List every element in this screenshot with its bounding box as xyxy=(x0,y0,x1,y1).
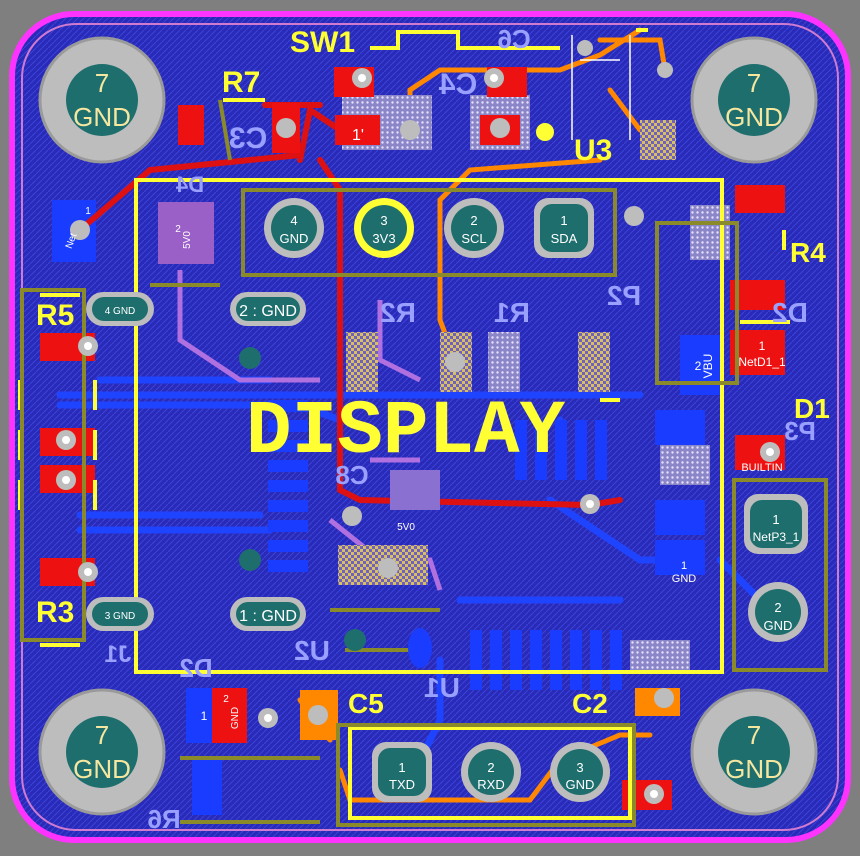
pin-net: GND xyxy=(280,231,309,246)
mounting-hole-bl[interactable]: 7 GND xyxy=(38,688,166,816)
display-outline xyxy=(134,178,724,674)
header-pin-1[interactable]: 1 SDA xyxy=(534,198,594,258)
pin-net: GND xyxy=(764,618,793,633)
mirrored-designators: C3 C4 C6 R2 R1 P2 D2 P3 C8 U1 J1 U2 D2 R… xyxy=(105,24,816,834)
p3-pin-1[interactable]: 1 NetP3_1 xyxy=(744,494,808,554)
vbus-pin: 2 xyxy=(695,359,702,373)
designator-r7: R7 xyxy=(222,66,260,99)
pin-number: 1 xyxy=(398,760,405,775)
uart-pin-1[interactable]: 1 TXD xyxy=(372,742,432,802)
designator-c4: C4 xyxy=(439,68,478,101)
p3-pin-2[interactable]: 2 GND xyxy=(748,582,808,642)
pin-net: 3V3 xyxy=(372,231,395,246)
designator-c8: C8 xyxy=(335,460,368,490)
designator-d1: D1 xyxy=(794,393,830,424)
pin-number: 1 xyxy=(772,512,779,527)
board-outline xyxy=(9,11,851,843)
designator-c2: C2 xyxy=(572,688,608,719)
designator-u3: U3 xyxy=(574,134,612,167)
header-pin-3[interactable]: 3 3V3 xyxy=(354,198,414,258)
component-outlines xyxy=(20,99,828,827)
d2-pin-label: 1 xyxy=(759,339,766,353)
uart-pin-2[interactable]: 2 RXD xyxy=(461,742,521,802)
d4-pin-label: 2 xyxy=(175,224,181,235)
designator-c6: C6 xyxy=(497,24,530,54)
hole-net: GND xyxy=(725,754,783,784)
pin-net: TXD xyxy=(389,777,415,792)
mounting-hole-tl[interactable]: 7 GND xyxy=(38,36,166,164)
mid-gnd-label: GND xyxy=(672,573,697,585)
display-label: DISPLAY xyxy=(246,389,566,475)
pin-number: 3 xyxy=(380,213,387,228)
left-pad-net: Net xyxy=(64,232,80,251)
vbus-label: VBU xyxy=(701,354,715,379)
mounting-hole-br[interactable]: 7 GND xyxy=(690,688,818,816)
d2-net-label: NetD1_1 xyxy=(738,355,786,369)
pin-net: SCL xyxy=(461,231,486,246)
hole-number: 7 xyxy=(747,68,761,98)
mounting-hole-tr[interactable]: 7 GND xyxy=(690,36,818,164)
d2b-pin-label: 1 xyxy=(201,709,208,723)
designators: SW1 R7 R5 R3 R4 D1 U3 C5 C2 DISPLAY xyxy=(36,26,830,719)
hole-net: GND xyxy=(725,102,783,132)
header-pin-2[interactable]: 2 SCL xyxy=(444,198,504,258)
designator-r6: R6 xyxy=(147,804,180,834)
pin-number: 3 xyxy=(576,760,583,775)
small-pad-labels: 5V0 2 5V0 1' Net 1 NetD1_1 1 BUILTIN 1 G… xyxy=(64,127,786,729)
pin-net: NetP3_1 xyxy=(753,530,800,544)
designator-c5: C5 xyxy=(348,688,384,719)
pin-number: 2 xyxy=(470,213,477,228)
pin-net: SDA xyxy=(551,231,578,246)
display-pad-br[interactable]: 1 : GND xyxy=(230,597,306,631)
header-pin-4[interactable]: 4 GND xyxy=(264,198,324,258)
pin-net: GND xyxy=(566,777,595,792)
d4-pad-label: 5V0 xyxy=(182,231,193,249)
pad-label: 1 : GND xyxy=(239,608,297,625)
designator-u1: U1 xyxy=(424,672,460,703)
hole-number: 7 xyxy=(95,68,109,98)
hole-net: GND xyxy=(73,754,131,784)
designator-r3: R3 xyxy=(36,596,74,629)
hole-net: GND xyxy=(73,102,131,132)
pin-number: 2 xyxy=(487,760,494,775)
designator-r1: R1 xyxy=(494,297,530,328)
designator-p2: P2 xyxy=(607,280,641,311)
designator-r5: R5 xyxy=(36,299,74,332)
display-pad-tr[interactable]: 2 : GND xyxy=(230,292,306,326)
bottom-pad-stack xyxy=(52,200,720,815)
d2b-gnd-label: GND xyxy=(230,707,241,729)
designator-c3: C3 xyxy=(229,122,267,155)
vias xyxy=(56,40,780,804)
hole-number: 7 xyxy=(747,720,761,750)
pad-label: 2 : GND xyxy=(239,303,297,320)
designator-u2: U2 xyxy=(294,635,330,666)
uart-pin-3[interactable]: 3 GND xyxy=(550,742,610,802)
designator-r2: R2 xyxy=(380,297,416,328)
d2b-pin2-label: 2 xyxy=(223,694,229,705)
pad-label: 3 GND xyxy=(105,611,136,622)
display-pad-bl[interactable]: 3 GND xyxy=(86,597,154,631)
designator-r4: R4 xyxy=(790,237,826,268)
sw1-pad-label: 1' xyxy=(352,127,364,144)
pad-label: 4 GND xyxy=(105,306,136,317)
designator-j1: J1 xyxy=(105,641,132,668)
pin-number: 4 xyxy=(290,213,297,228)
designator-d2-top: D2 xyxy=(772,297,808,328)
left-pad-num: 1 xyxy=(85,206,91,217)
u3-silk xyxy=(571,35,631,140)
designator-sw1: SW1 xyxy=(290,26,355,59)
designator-p3: P3 xyxy=(784,416,816,446)
display-pad-tl[interactable]: 4 GND xyxy=(86,292,154,326)
designator-d4: D4 xyxy=(175,172,204,197)
c8-pad-label: 5V0 xyxy=(397,522,415,533)
pin-number: 2 xyxy=(774,600,781,615)
pin-net: RXD xyxy=(477,777,504,792)
mid-gnd-pin: 1 xyxy=(681,560,687,572)
designator-d2-bottom: D2 xyxy=(179,653,212,683)
pin-number: 1 xyxy=(560,213,567,228)
hole-number: 7 xyxy=(95,720,109,750)
led-pad-label: BUILTIN xyxy=(741,462,782,474)
